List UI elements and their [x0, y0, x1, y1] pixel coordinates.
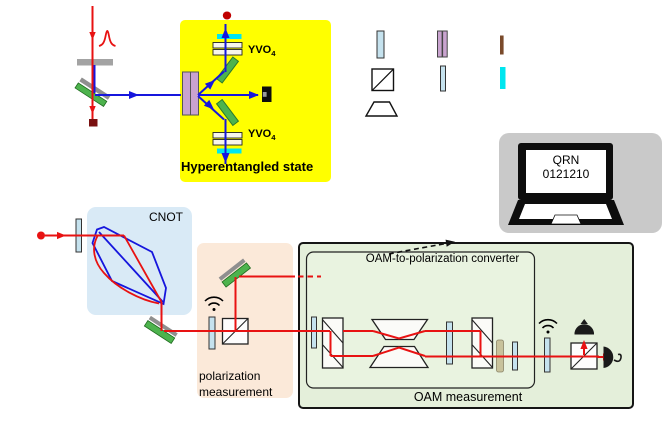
oam-measurement-label: OAM measurement [413, 390, 523, 404]
legend-thin-waveplate-icon [440, 65, 446, 92]
fiber-coupler-dot [222, 11, 232, 20]
oam-converter-label: OAM-to-polarization converter [365, 253, 520, 265]
legend [364, 30, 506, 117]
cnot-label: CNOT [149, 210, 183, 224]
bbo-crystal [182, 71, 199, 116]
beam-dump [262, 86, 272, 102]
detector-dome-icon [574, 319, 594, 335]
mirror-pol-icon [218, 258, 252, 288]
conv-waveplate-a [311, 316, 317, 349]
legend-crystal-pair-icon [437, 30, 448, 58]
oam-waveplate-d [544, 337, 551, 373]
liquid-crystal-wifi-icon-2 [538, 318, 558, 334]
beam-displacer-2 [471, 317, 494, 369]
filter-bottom [217, 148, 242, 154]
laptop-screen [526, 150, 606, 193]
detector-side-icon [603, 346, 622, 368]
cnot-input-photon-dot [37, 231, 45, 240]
mirror-bottom-icon [215, 98, 240, 127]
hyperentangled-state-label: Hyperentangled state [181, 159, 314, 174]
legend-brown-plate-icon [500, 35, 504, 55]
yvo4-crystal-bottom [212, 132, 243, 146]
legend-cyan-filter-icon [500, 67, 506, 89]
legend-waveplate-icon [376, 30, 385, 59]
doubling-crystal-bar [77, 59, 113, 66]
laptop-trackpad [550, 214, 582, 225]
yvo4-crystal-top [212, 42, 243, 56]
legend-prism-icon [364, 101, 399, 117]
cnot-interferometer-loops [91, 226, 167, 306]
yvo4-label-bottom: YVO4 [248, 128, 276, 143]
liquid-crystal-wifi-icon [204, 296, 224, 311]
legend-pbs-cube-icon [371, 68, 395, 92]
pulse-icon [98, 29, 116, 47]
red-beams [45, 6, 609, 358]
dashed-arrow-to-laptop [388, 239, 455, 255]
yvo4-label-top: YVO4 [248, 44, 276, 59]
laptop-icon [508, 143, 624, 225]
conv-waveplate-b [446, 321, 453, 365]
pump-dump [89, 119, 98, 127]
beam-displacer-1 [321, 317, 344, 369]
pol-waveplate [208, 316, 216, 350]
blue-arrowheads [129, 28, 259, 163]
filter-top [217, 34, 242, 39]
